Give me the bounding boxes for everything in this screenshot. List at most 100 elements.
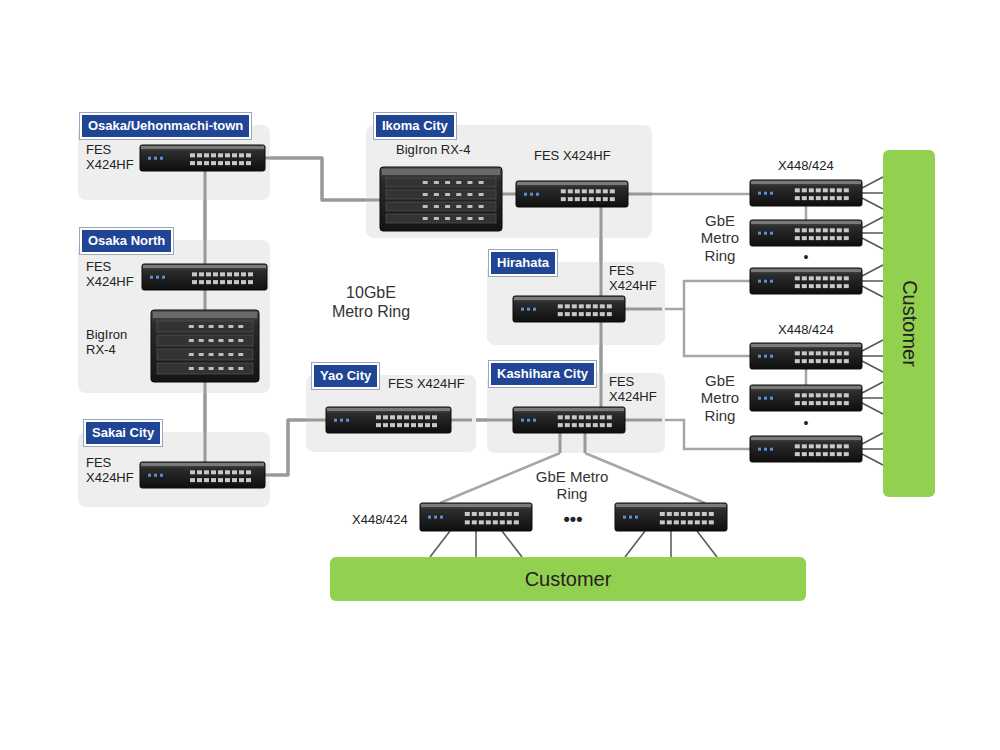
port xyxy=(467,193,472,196)
port xyxy=(479,512,484,516)
port xyxy=(830,284,835,288)
site-panel: Ikoma CityBigIron RX-4FES X424HF xyxy=(366,125,652,238)
port xyxy=(823,276,828,280)
switch-top xyxy=(514,297,624,300)
port xyxy=(192,280,197,284)
port xyxy=(404,423,409,427)
port xyxy=(795,351,800,355)
module xyxy=(157,321,253,332)
led xyxy=(527,419,530,422)
port xyxy=(190,161,195,165)
port xyxy=(695,512,700,516)
port xyxy=(809,452,814,456)
led xyxy=(770,355,773,358)
switch-body xyxy=(420,503,532,531)
port xyxy=(830,228,835,232)
ring-link xyxy=(805,206,808,220)
port xyxy=(830,196,835,200)
port xyxy=(823,401,828,405)
module xyxy=(386,190,496,199)
port xyxy=(565,304,570,308)
site-panel: Osaka NorthFES X424HFBigIron RX-4 xyxy=(78,240,270,393)
port xyxy=(234,280,239,284)
port xyxy=(239,478,244,482)
customer-band: Customer xyxy=(330,557,806,601)
port xyxy=(232,161,237,165)
customer-link xyxy=(862,454,883,465)
led xyxy=(154,157,157,160)
port xyxy=(816,393,821,397)
port xyxy=(837,444,842,448)
port xyxy=(507,520,512,524)
port xyxy=(425,423,430,427)
port xyxy=(816,452,821,456)
switch-body xyxy=(513,407,625,433)
port xyxy=(241,272,246,276)
access-link xyxy=(662,420,750,449)
site-label: Yao City xyxy=(312,363,379,389)
port xyxy=(837,359,842,363)
customer-link xyxy=(862,382,883,393)
led xyxy=(758,280,761,283)
port xyxy=(472,520,477,524)
port xyxy=(390,423,395,427)
port xyxy=(189,353,194,356)
port xyxy=(248,272,253,276)
device-label: FES X424HF xyxy=(609,375,661,405)
chassis-device xyxy=(151,310,259,382)
port xyxy=(837,228,842,232)
port xyxy=(709,520,714,524)
led xyxy=(150,276,153,279)
ring-link xyxy=(599,345,603,373)
port xyxy=(220,272,225,276)
text-holder: FES X424HF xyxy=(534,149,644,164)
led xyxy=(764,355,767,358)
port xyxy=(837,196,842,200)
port xyxy=(802,452,807,456)
customer-link xyxy=(430,531,450,557)
port xyxy=(844,188,849,192)
port xyxy=(238,367,243,370)
port xyxy=(211,478,216,482)
port xyxy=(823,188,828,192)
port xyxy=(197,478,202,482)
port xyxy=(823,393,828,397)
text-holder: FES X424HF xyxy=(86,143,140,173)
port xyxy=(816,276,821,280)
port xyxy=(190,478,195,482)
port xyxy=(709,512,714,516)
port xyxy=(572,415,577,419)
led xyxy=(758,355,761,358)
port xyxy=(425,415,430,419)
port xyxy=(218,161,223,165)
led xyxy=(764,232,767,235)
port xyxy=(232,153,237,157)
label-holder: ••• xyxy=(556,510,590,528)
port xyxy=(809,393,814,397)
switch-device xyxy=(516,181,628,207)
module xyxy=(386,214,496,223)
port xyxy=(434,181,439,184)
text-holder: Hirahata xyxy=(489,250,557,276)
label-holder: GbE Metro Ring xyxy=(697,372,743,424)
port xyxy=(246,470,251,474)
access-link xyxy=(652,193,750,196)
port xyxy=(246,153,251,157)
switch-body xyxy=(750,268,862,294)
customer-link xyxy=(625,531,645,557)
customer-band: Customer xyxy=(883,150,935,497)
panel-link xyxy=(600,207,603,238)
port xyxy=(225,470,230,474)
port xyxy=(600,312,605,316)
port xyxy=(572,304,577,308)
port xyxy=(600,423,605,427)
text-holder: Yao City xyxy=(312,363,379,389)
customer-link xyxy=(862,238,883,249)
switch-top xyxy=(143,265,266,268)
panel-link xyxy=(306,419,326,422)
port xyxy=(802,228,807,232)
port xyxy=(844,236,849,240)
panel-link xyxy=(204,382,207,393)
port xyxy=(593,304,598,308)
